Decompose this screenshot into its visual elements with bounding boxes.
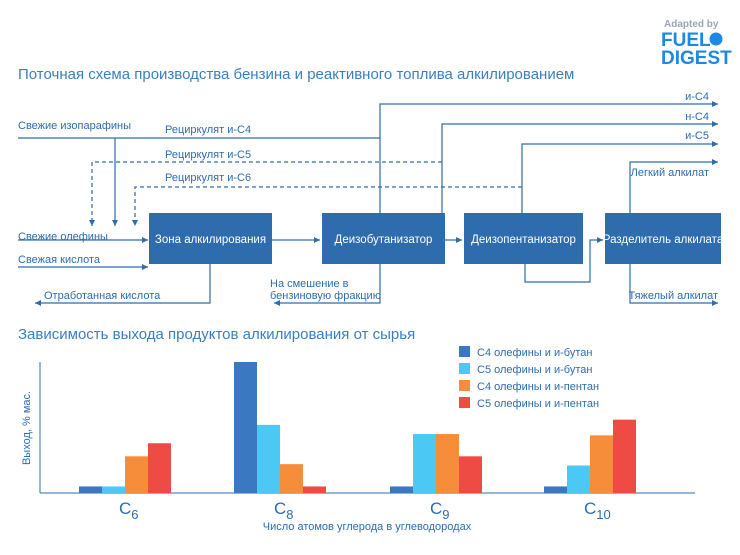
spent-acid-label: Отработанная кислота bbox=[44, 290, 161, 302]
bar-1-series-1 bbox=[79, 486, 102, 493]
bar-4-series-1 bbox=[544, 486, 567, 493]
x-tick-label: C9 bbox=[430, 499, 450, 522]
blend-label-line2: бензиновую фракцию bbox=[270, 290, 381, 302]
x-tick-label: C6 bbox=[119, 499, 139, 522]
legend-label: С5 олефины и и-пентан bbox=[477, 398, 599, 410]
legend-swatch bbox=[459, 346, 470, 357]
blend-line bbox=[274, 264, 381, 306]
blend-label-line1: На смешение в bbox=[270, 278, 349, 290]
logo-adapted-by: Adapted by bbox=[664, 19, 719, 30]
legend-label: С4 олефины и и-пентан bbox=[477, 381, 599, 393]
deisopentanizer-box bbox=[464, 213, 583, 264]
yield-bar-chart: Выход, % мас. Число атомов углерода в уг… bbox=[21, 346, 695, 533]
fuel-digest-logo: Adapted by FUEL DIGEST bbox=[661, 19, 732, 69]
fresh-acid-label: Свежая кислота bbox=[18, 254, 101, 266]
bar-2-series-4 bbox=[303, 486, 326, 493]
deisopentanizer-label: Деизопентанизатор bbox=[471, 234, 576, 246]
splitter-box bbox=[605, 213, 721, 264]
ic4-out-line bbox=[379, 101, 718, 213]
drop-icon bbox=[709, 32, 723, 46]
bar-2-series-3 bbox=[280, 464, 303, 493]
ic5-out-line bbox=[521, 141, 718, 213]
recycle-ic6-label: Рециркулят и-С6 bbox=[165, 172, 251, 184]
deisobutanizer-label: Деизобутанизатор bbox=[335, 234, 433, 246]
ic4-output-label: и-С4 bbox=[685, 91, 709, 103]
legend-swatch bbox=[459, 363, 470, 374]
bar-1-series-2 bbox=[102, 486, 125, 493]
fresh-isoparaffins-label: Свежие изопарафины bbox=[18, 120, 131, 132]
legend-label: С5 олефины и и-бутан bbox=[477, 364, 592, 376]
x-tick-label: C10 bbox=[584, 499, 611, 522]
y-axis-label: Выход, % мас. bbox=[21, 391, 33, 465]
legend-swatch bbox=[459, 397, 470, 408]
bar-3-series-3 bbox=[436, 434, 459, 493]
splitter-label: Разделитель алкилата bbox=[603, 234, 724, 246]
recycle-ic5-label: Рециркулят и-С5 bbox=[165, 149, 251, 161]
logo-fuel: FUEL bbox=[661, 30, 711, 51]
nc4-output-label: н-С4 bbox=[685, 111, 709, 123]
bar-2-series-1 bbox=[234, 362, 257, 493]
alkylation-zone-box bbox=[149, 213, 272, 264]
spent-acid-line bbox=[35, 264, 211, 306]
heavy-alkylate-line bbox=[629, 264, 718, 306]
deisobutanizer-box bbox=[322, 213, 445, 264]
bar-3-series-2 bbox=[413, 434, 436, 493]
bar-3-series-4 bbox=[459, 456, 482, 493]
bar-3-series-1 bbox=[390, 486, 413, 493]
legend-swatch bbox=[459, 380, 470, 391]
bar-4-series-4 bbox=[613, 419, 636, 493]
ic5-output-label: и-С5 bbox=[685, 130, 709, 142]
heavy-alkylate-label: Тяжелый алкилат bbox=[628, 290, 718, 302]
bar-2-series-2 bbox=[257, 424, 280, 493]
x-axis-label: Число атомов углерода в углеводородах bbox=[263, 521, 472, 533]
bar-4-series-3 bbox=[590, 435, 613, 493]
legend-label: С4 олефины и и-бутан bbox=[477, 347, 592, 359]
flow-labels: Свежие изопарафины Свежие олефины Свежая… bbox=[18, 91, 718, 302]
recycle-ic4-label: Рециркулят и-С4 bbox=[165, 124, 251, 136]
light-alkylate-label: Легкий алкилат bbox=[631, 167, 709, 179]
nc4-out-line bbox=[441, 121, 718, 213]
light-alkylate-line bbox=[629, 159, 718, 213]
dip-to-splitter bbox=[524, 237, 603, 283]
process-units: Зона алкилирования Деизобутанизатор Деиз… bbox=[149, 213, 724, 264]
flow-title: Поточная схема производства бензина и ре… bbox=[18, 66, 574, 83]
recycle-ic6-line bbox=[132, 186, 522, 226]
recycle-ic5-line bbox=[89, 161, 442, 226]
fresh-olefins-label: Свежие олефины bbox=[18, 231, 108, 243]
logo-digest: DIGEST bbox=[661, 48, 732, 69]
bar-1-series-3 bbox=[125, 456, 148, 493]
flow-lines bbox=[18, 101, 718, 306]
bar-4-series-2 bbox=[567, 465, 590, 493]
chart-title: Зависимость выхода продуктов алкилирован… bbox=[18, 326, 415, 343]
bar-1-series-4 bbox=[148, 443, 171, 493]
alkylation-zone-label: Зона алкилирования bbox=[155, 234, 266, 246]
x-tick-label: C8 bbox=[274, 499, 294, 522]
